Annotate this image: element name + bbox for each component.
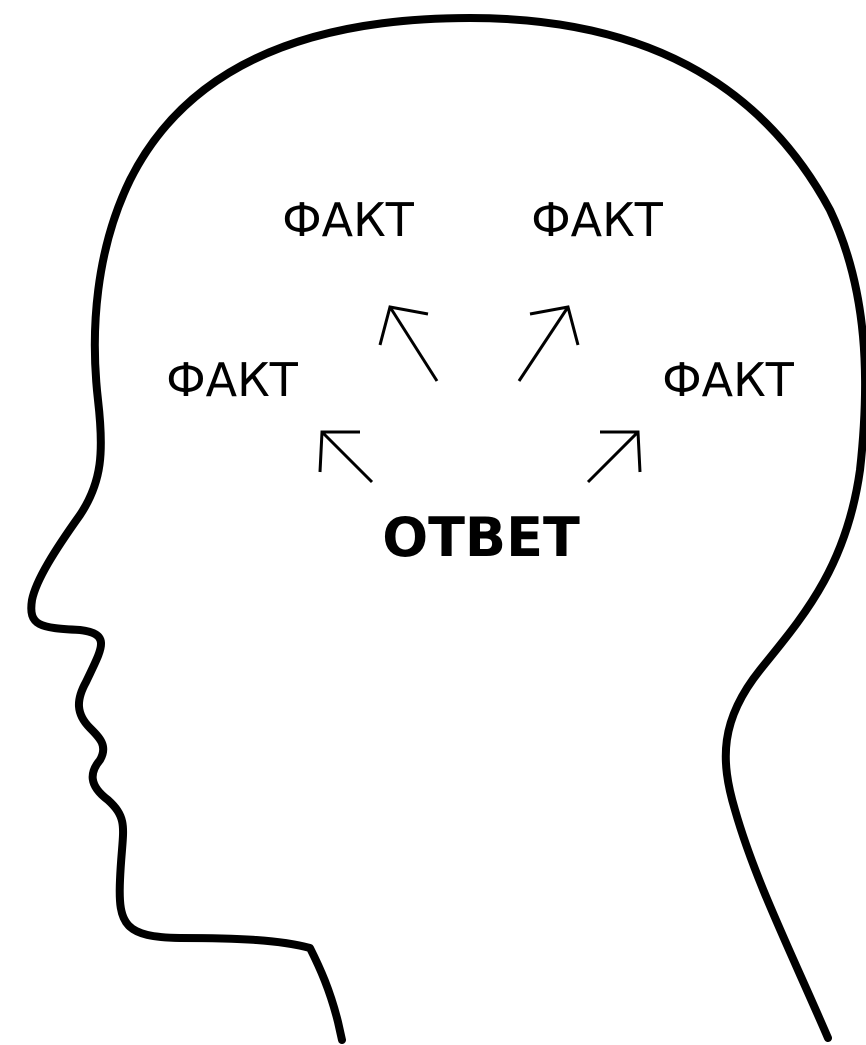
fact-label-mid-left: ФАКТ xyxy=(166,353,299,407)
arrow-to-fact-top-right xyxy=(519,307,578,381)
answer-label: ОТВЕТ xyxy=(382,506,580,569)
fact-label-top-right: ФАКТ xyxy=(531,193,664,247)
fact-label-top-left: ФАКТ xyxy=(282,193,415,247)
fact-label-mid-right: ФАКТ xyxy=(662,353,795,407)
arrow-to-fact-top-left xyxy=(380,307,437,381)
arrow-to-fact-mid-right xyxy=(588,432,640,482)
arrow-to-fact-mid-left xyxy=(320,432,372,482)
